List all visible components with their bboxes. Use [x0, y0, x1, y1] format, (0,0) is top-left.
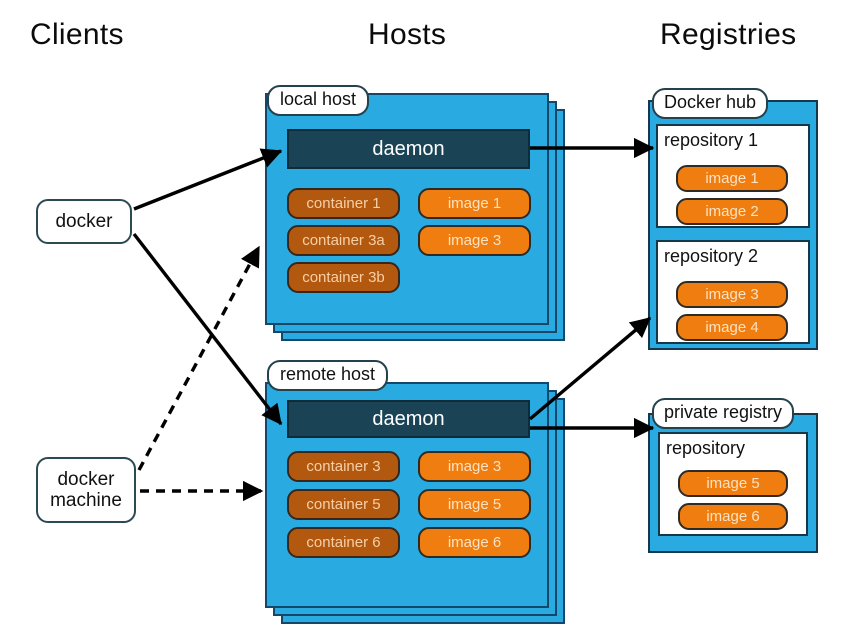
repository-title: repository	[666, 438, 746, 458]
connector-docker-to-local-daemon	[133, 148, 283, 211]
image-pill[interactable]: image 3	[418, 451, 531, 482]
registry-image-pill[interactable]: image 4	[676, 314, 788, 341]
image-pill[interactable]: image 5	[418, 489, 531, 520]
host-label-local: local host	[267, 85, 370, 116]
daemon-remote-host[interactable]: daemon	[287, 400, 530, 438]
connector-machine-to-local-host	[137, 245, 261, 471]
container-pill[interactable]: container 6	[287, 527, 400, 558]
repository-title: repository 1	[664, 130, 759, 150]
connector-docker-to-remote-daemon	[132, 232, 283, 426]
host-label-remote: remote host	[267, 360, 389, 391]
heading-clients: Clients	[30, 18, 124, 51]
client-docker-machine[interactable]: docker machine	[36, 457, 136, 523]
image-pill[interactable]: image 3	[418, 225, 531, 256]
registry-image-pill[interactable]: image 5	[678, 470, 788, 497]
registry-image-pill[interactable]: image 3	[676, 281, 788, 308]
registry-label-docker-hub: Docker hub	[652, 88, 769, 119]
repository-title: repository 2	[664, 246, 759, 266]
daemon-local-host[interactable]: daemon	[287, 129, 530, 169]
registry-image-pill[interactable]: image 1	[676, 165, 788, 192]
container-pill[interactable]: container 1	[287, 188, 400, 219]
image-pill[interactable]: image 1	[418, 188, 531, 219]
container-pill[interactable]: container 5	[287, 489, 400, 520]
container-pill[interactable]: container 3b	[287, 262, 400, 293]
image-pill[interactable]: image 6	[418, 527, 531, 558]
heading-registries: Registries	[660, 18, 797, 51]
heading-hosts: Hosts	[368, 18, 447, 51]
container-pill[interactable]: container 3a	[287, 225, 400, 256]
client-docker[interactable]: docker	[36, 199, 132, 244]
registry-image-pill[interactable]: image 2	[676, 198, 788, 225]
registry-image-pill[interactable]: image 6	[678, 503, 788, 530]
container-pill[interactable]: container 3	[287, 451, 400, 482]
registry-label-private: private registry	[652, 398, 795, 429]
